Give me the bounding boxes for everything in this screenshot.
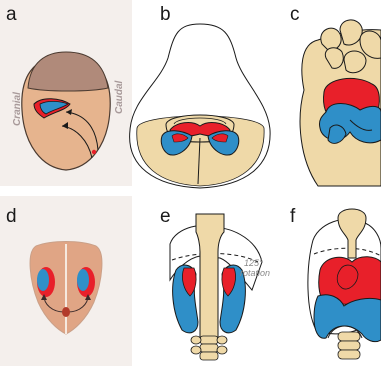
panel-c: c [290,4,381,186]
blue-field-left-d [37,269,49,291]
somite-f-1 [338,332,360,341]
somite-e-l2 [191,346,201,354]
somite-f-3 [338,350,360,359]
caudal-label: Caudal [114,80,125,114]
somite-e-1 [200,336,218,344]
rotation-word-label: rotation [240,268,270,278]
somite-e-3 [200,352,218,360]
somite-e-l1 [191,336,201,344]
panel-f: f [290,206,381,359]
streak-dot [92,150,96,154]
node-d [62,307,70,317]
head-lobe-c-5 [344,51,366,73]
panel-e-letter: e [160,206,171,227]
somite-e-2 [200,344,218,352]
panel-d-letter: d [6,206,17,227]
panel-c-letter: c [290,4,300,25]
panel-d: d [0,196,132,366]
panel-b: b [130,4,270,188]
panel-b-letter: b [160,4,171,25]
somite-e-r2 [217,346,227,354]
cranial-label: Cranial [12,92,23,126]
panel-f-letter: f [290,206,296,227]
somite-e-r1 [217,336,227,344]
panel-a: a Cranial Caudal [0,0,132,186]
panel-e: e 125° rotation [160,206,270,360]
rotation-angle-label: 125° [244,258,263,268]
somite-f-2 [338,341,360,350]
panel-a-letter: a [6,4,17,25]
blue-field-right-d [77,269,89,291]
